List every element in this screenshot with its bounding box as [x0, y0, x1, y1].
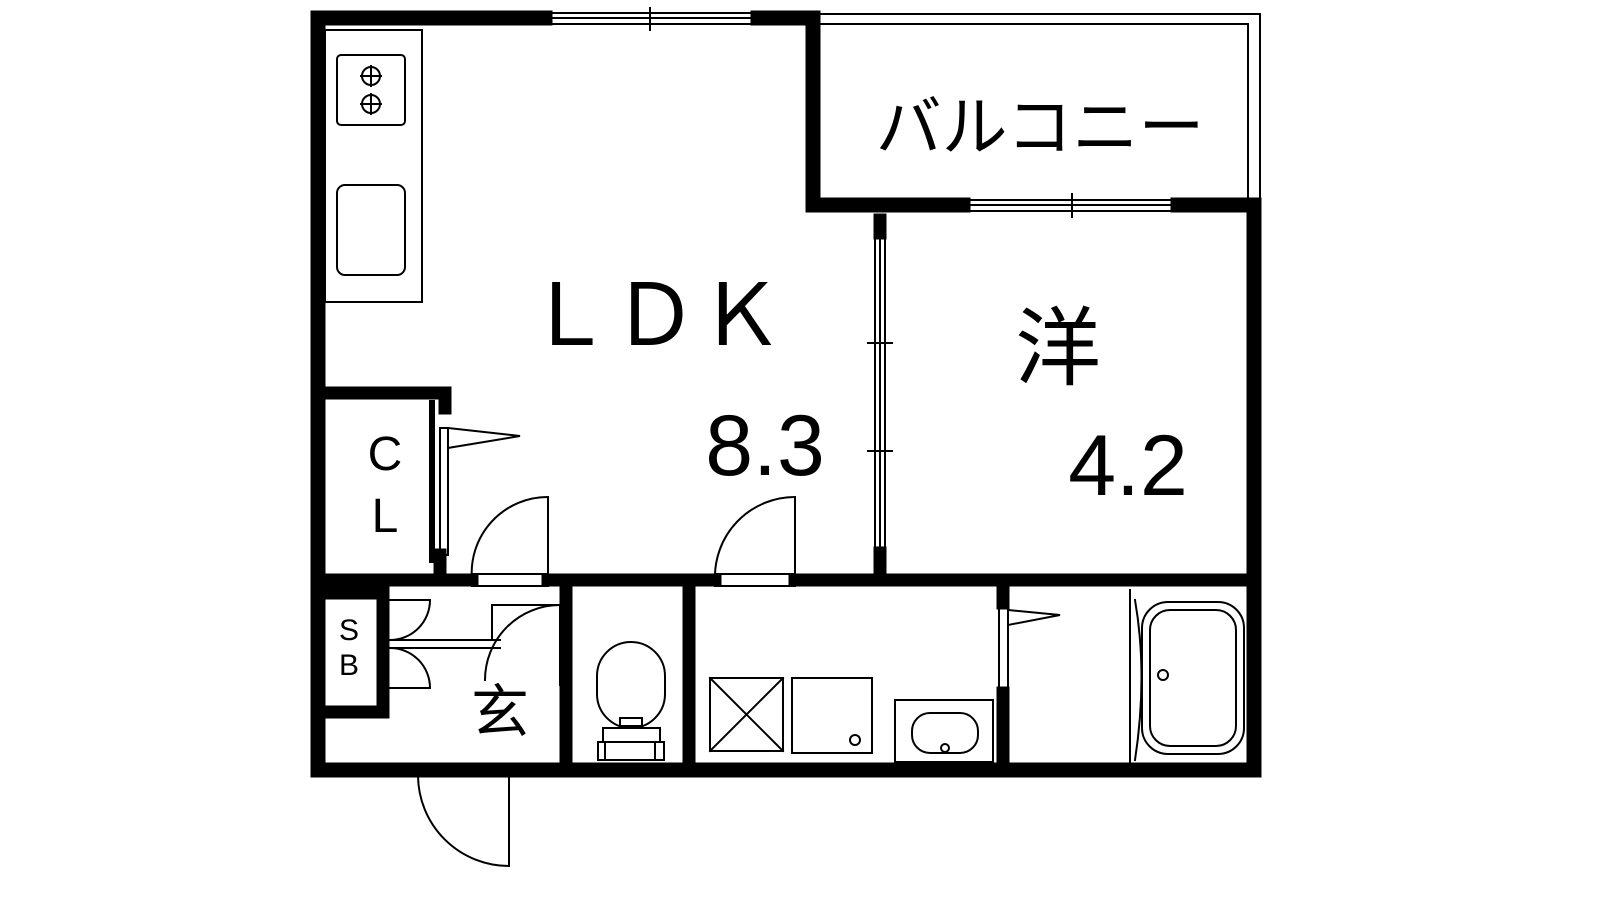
- bathtub-icon: [1129, 589, 1245, 763]
- top-window: [544, 7, 759, 31]
- ldk-entrance-door: [470, 495, 550, 587]
- closet-label-line2: L: [372, 490, 399, 543]
- shoe-box-label-line1: S: [339, 614, 359, 647]
- bath-door: [998, 602, 1061, 694]
- storage-cabinet: [791, 677, 873, 754]
- stove-burner-icon: [360, 65, 382, 115]
- ldk-corridor-door: [713, 495, 797, 587]
- ldk-size: 8.3: [705, 398, 825, 494]
- entrance-label: 玄: [471, 680, 529, 745]
- ldk-label: ＬＤＫ: [526, 268, 784, 364]
- front-door: [416, 764, 511, 868]
- toilet-door: [483, 603, 567, 691]
- washbasin-icon: [894, 699, 994, 763]
- balcony-label: バルコニー: [876, 90, 1205, 164]
- shoe-box-doors: [388, 599, 501, 689]
- balcony-railing: [819, 13, 1261, 216]
- balcony-window: [962, 193, 1179, 218]
- closet-label-line1: C: [368, 428, 403, 481]
- sliding-door-western: [867, 232, 893, 554]
- washing-machine-icon: [708, 676, 785, 753]
- toilet-icon: [596, 641, 666, 761]
- closet-door: [439, 426, 521, 556]
- western-room-size: 4.2: [1068, 418, 1188, 514]
- kitchen-counter: [324, 29, 423, 303]
- shoe-box-label-line2: B: [339, 649, 359, 682]
- western-room-label: 洋: [1015, 301, 1101, 397]
